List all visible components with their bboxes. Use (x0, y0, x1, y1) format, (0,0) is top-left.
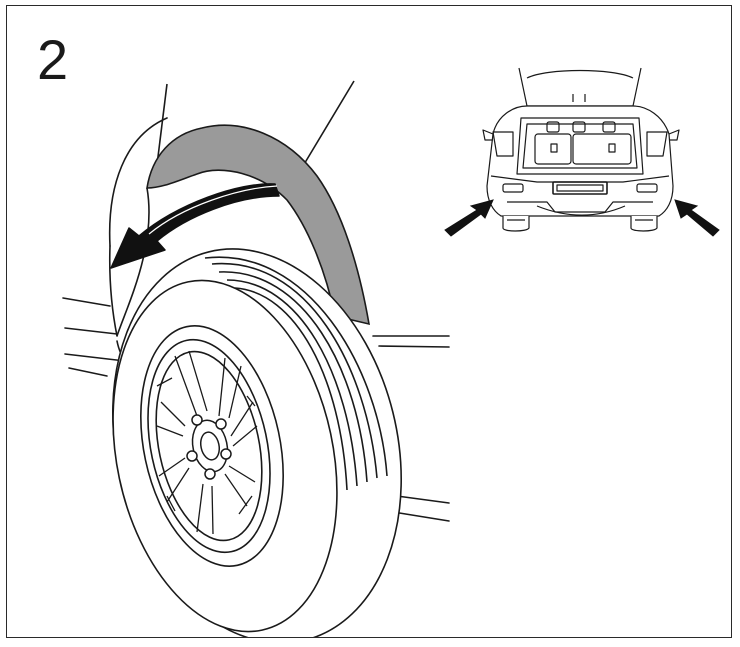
illustration (62, 67, 720, 637)
wheel-assembly (111, 248, 403, 637)
wheel-arch-inner-edge (116, 187, 150, 337)
step-number: 2 (37, 28, 69, 91)
curved-arrow-icon (110, 183, 280, 269)
instruction-panel: 2 (6, 5, 732, 638)
arrow-left-icon (674, 199, 720, 237)
leader-line-right (302, 80, 355, 167)
rear-view-inset (482, 67, 680, 232)
arrow-right-icon (444, 199, 494, 237)
wheel-hub (186, 414, 232, 480)
wheel-arch-liner (146, 124, 370, 326)
wheel-spokes (156, 350, 258, 535)
